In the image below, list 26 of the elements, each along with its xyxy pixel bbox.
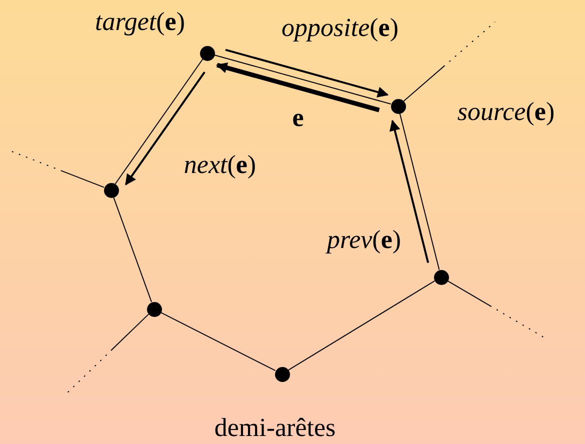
vertex-dot <box>200 46 214 60</box>
vertex-dot <box>274 366 290 382</box>
vertex-dot <box>390 98 406 114</box>
dotted-line <box>64 314 150 396</box>
dotted-line <box>403 22 496 102</box>
edge-line <box>113 196 152 302</box>
vertex-dot <box>146 302 162 316</box>
arrow <box>389 120 430 263</box>
vertex-label: source(e) <box>457 99 555 125</box>
vertex-dot <box>434 270 448 284</box>
vertex-label: target(e) <box>94 9 186 35</box>
edge-label: next(e) <box>184 152 256 178</box>
arrow <box>124 72 206 186</box>
thick-arrow <box>216 62 380 112</box>
edge-line <box>288 280 436 371</box>
caption: demi-arêtes <box>214 415 336 441</box>
edge-line <box>399 112 440 270</box>
dotted-line <box>447 280 546 338</box>
edge-label: e <box>292 105 304 131</box>
edge-label: opposite(e) <box>282 15 398 41</box>
edge-line <box>214 54 392 104</box>
edge-line <box>114 58 204 184</box>
arrow <box>225 48 389 98</box>
edge-label: prev(e) <box>326 227 402 253</box>
vertex-dot <box>104 182 118 198</box>
edge-line <box>160 312 276 372</box>
